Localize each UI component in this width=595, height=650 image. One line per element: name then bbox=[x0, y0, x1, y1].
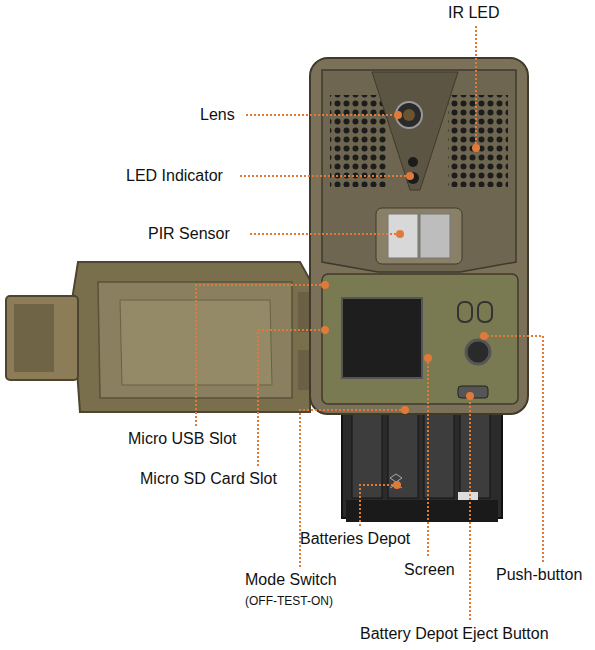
part-label: Push-button bbox=[496, 566, 582, 584]
part-label: Mode Switch bbox=[245, 571, 337, 589]
part-label: PIR Sensor bbox=[148, 225, 230, 243]
part-label: Screen bbox=[404, 561, 455, 579]
part-label: Micro USB Slot bbox=[128, 430, 236, 448]
part-label: IR LED bbox=[448, 4, 500, 22]
part-label: Lens bbox=[200, 106, 235, 124]
part-label: Batteries Depot bbox=[300, 530, 410, 548]
part-label: Battery Depot Eject Button bbox=[360, 625, 549, 643]
part-label: LED Indicator bbox=[126, 167, 223, 185]
part-label: Micro SD Card Slot bbox=[140, 470, 277, 488]
part-label: (OFF-TEST-ON) bbox=[245, 592, 333, 610]
